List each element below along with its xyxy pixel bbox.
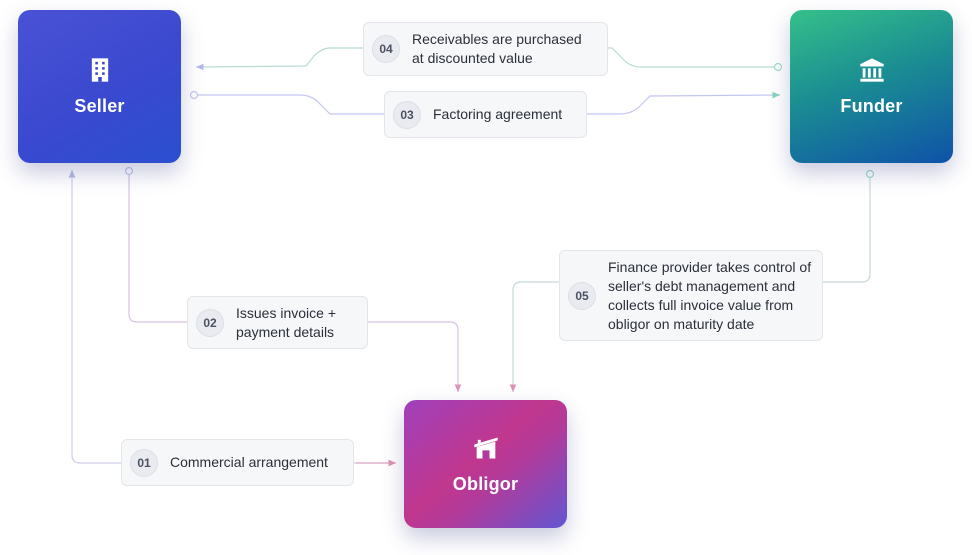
step-02-badge: 02	[196, 308, 224, 337]
obligor-label: Obligor	[452, 473, 519, 494]
seller-label: Seller	[74, 96, 125, 116]
connector-04-start-dot	[773, 62, 783, 72]
connector-03-start-dot	[189, 90, 199, 100]
step-04-badge: 04	[372, 35, 400, 63]
step-03-text: Factoring agreement	[433, 106, 563, 122]
obligor-node[interactable]: Obligor	[404, 400, 567, 528]
connector-02	[128, 173, 462, 392]
connector-05-start-dot	[865, 169, 875, 179]
step-01-badge: 01	[130, 448, 158, 477]
building-icon	[91, 58, 108, 82]
funder-node[interactable]: Funder	[790, 10, 953, 163]
step-02-card: 02 Issues invoice + payment details	[187, 296, 368, 349]
connector-01	[68, 170, 395, 464]
step-01-text: Commercial arrangement	[170, 454, 328, 470]
bank-icon	[859, 58, 884, 82]
connector-02-start-dot	[124, 166, 134, 176]
step-04-card: 04 Receivables are purchased at discount…	[363, 22, 608, 76]
seller-node[interactable]: Seller	[18, 10, 181, 163]
step-03-badge: 03	[393, 100, 421, 129]
step-05-card: 05 Finance provider takes control of sel…	[559, 250, 823, 341]
step-05-text: Finance provider takes control of seller…	[608, 258, 812, 332]
step-04-text: Receivables are purchased at discounted …	[412, 31, 582, 66]
funder-label: Funder	[840, 96, 903, 116]
step-02-text: Issues invoice + payment details	[236, 304, 336, 340]
warehouse-icon	[473, 437, 498, 458]
step-03-card: 03 Factoring agreement	[384, 91, 587, 138]
step-01-card: 01 Commercial arrangement	[121, 439, 354, 486]
step-05-badge: 05	[568, 281, 596, 310]
